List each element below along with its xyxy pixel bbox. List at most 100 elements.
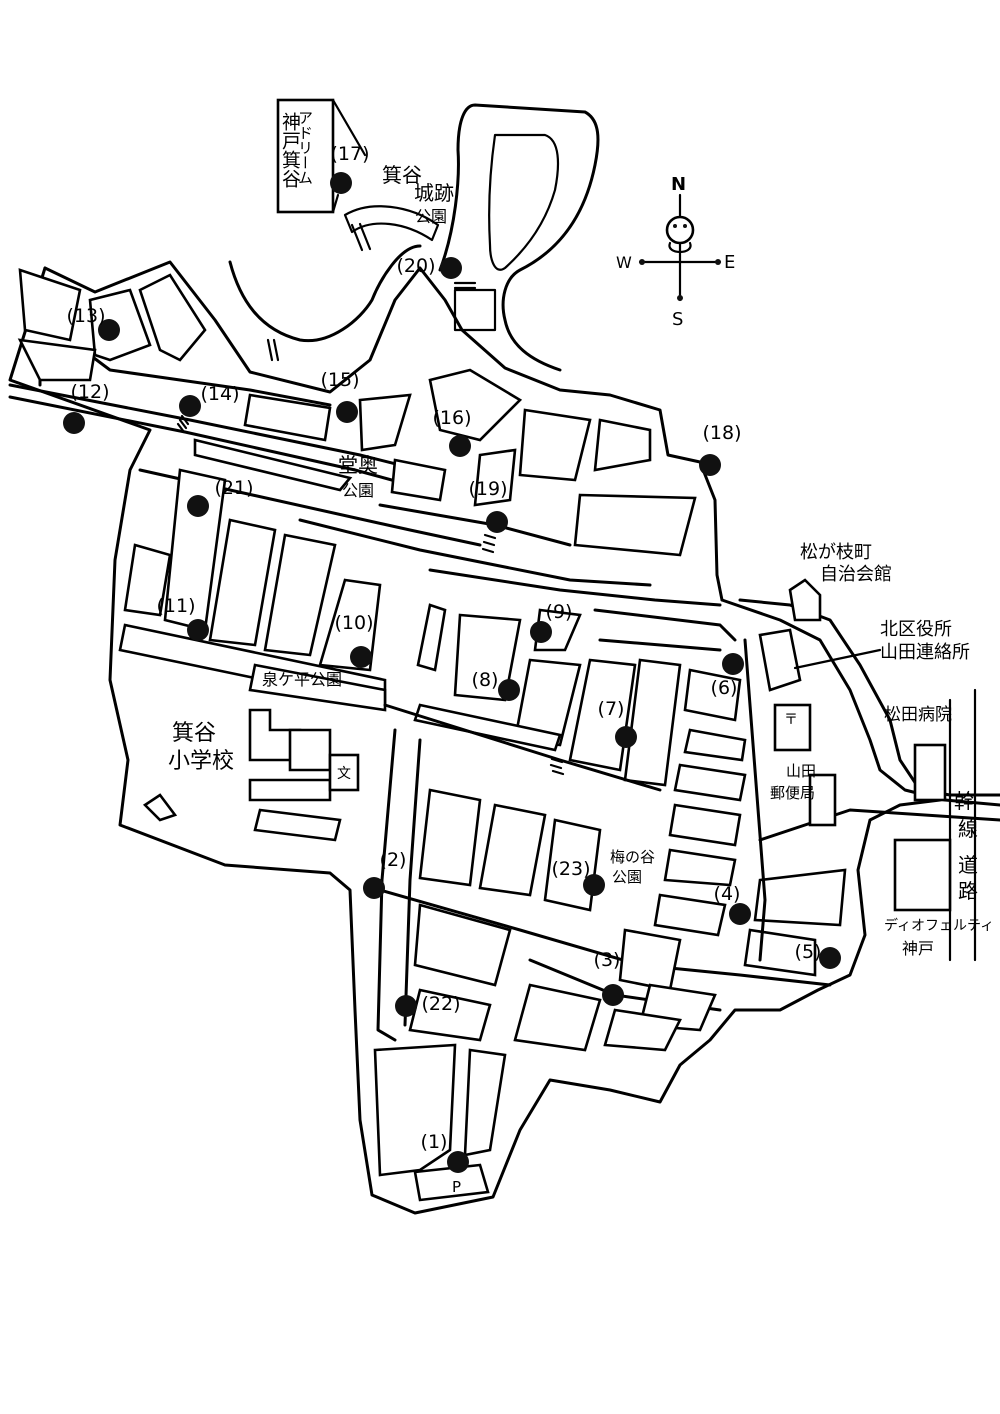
block-ne-1 xyxy=(518,408,592,482)
label-dio-2: 神戸 xyxy=(902,939,934,958)
block-s-7 xyxy=(618,928,682,992)
stop-marker xyxy=(722,653,744,675)
stop-label: (7) xyxy=(598,698,625,720)
castle-hill-inner xyxy=(488,133,560,271)
stop-label: (22) xyxy=(421,993,460,1015)
castle-park-block xyxy=(453,288,497,332)
label-post-2: 郵便局 xyxy=(770,784,815,802)
arterial-east-edge xyxy=(738,598,1000,797)
block-s-6 xyxy=(513,983,602,1052)
label-highway-2: 線 xyxy=(958,817,978,841)
block-s-1 xyxy=(418,788,482,887)
stop-marker xyxy=(330,172,352,194)
castle-hill xyxy=(438,103,600,372)
dio-building xyxy=(893,838,952,912)
block-s-2 xyxy=(478,803,547,897)
road-diag-2 xyxy=(378,503,572,547)
label-adream-kobe: 神戸箕谷 xyxy=(279,112,301,188)
east-road-ns xyxy=(743,638,767,962)
dooku-park-block xyxy=(390,458,447,502)
arterial-west-edge xyxy=(720,598,1000,807)
school-mark-box xyxy=(328,753,360,792)
adream-pointer xyxy=(331,98,367,157)
block-ne-2 xyxy=(593,418,652,472)
label-dooku-park: 公園 xyxy=(342,481,374,500)
stop-label: (23) xyxy=(551,858,590,880)
stop-marker xyxy=(530,621,552,643)
stop-label: (13) xyxy=(66,305,105,327)
block-c-1 xyxy=(416,603,447,672)
compass-n: N xyxy=(671,174,686,195)
block-e-3 xyxy=(673,763,747,802)
school-yard xyxy=(142,793,178,822)
stop-markers: (1)(2)(3)(4)(5)(6)(7)(8)(9)(10)(11)(12)(… xyxy=(63,143,841,1173)
label-castle-2: 城跡 xyxy=(414,181,454,205)
block-s-4 xyxy=(413,903,512,987)
district-boundary xyxy=(8,266,942,1215)
stop-label: (1) xyxy=(421,1131,448,1153)
block-c-4 xyxy=(513,658,582,747)
post-office-building xyxy=(773,703,812,752)
stop-label: (10) xyxy=(334,612,373,634)
stop-marker xyxy=(729,903,751,925)
block-dooku-n xyxy=(428,368,523,442)
stop-marker xyxy=(63,412,85,434)
stop-label: (2) xyxy=(380,849,407,871)
kuyakusho-building xyxy=(758,628,802,692)
label-castle-3: 公園 xyxy=(415,207,447,226)
stop-marker xyxy=(615,726,637,748)
label-dio-1: ディオフェルティ xyxy=(884,917,994,934)
block-tip-1 xyxy=(373,1043,457,1177)
stop-marker xyxy=(187,619,209,641)
label-highway-1: 幹 xyxy=(954,789,974,813)
stop-marker xyxy=(819,947,841,969)
road-mid-east xyxy=(593,608,737,642)
stop-marker xyxy=(336,401,358,423)
label-castle-1: 箕谷 xyxy=(382,163,422,187)
adream-box xyxy=(276,98,335,214)
stop-label: (19) xyxy=(468,478,507,500)
upper-valley-road xyxy=(228,244,422,343)
stop-marker xyxy=(449,435,471,457)
label-hospital: 松田病院 xyxy=(884,705,952,725)
label-kuyakusho-2: 山田連絡所 xyxy=(880,642,970,663)
izumigahira-park-block xyxy=(248,663,387,712)
label-izumigahira-park: 泉ケ平公園 xyxy=(262,670,342,689)
stop-label: (15) xyxy=(320,369,359,391)
main-road-north-edge xyxy=(8,383,422,472)
label-post-mark: 〒 xyxy=(784,712,798,728)
label-post-1: 山田 xyxy=(786,762,816,780)
label-highway-3: 道 xyxy=(958,853,978,877)
road-diag-4 xyxy=(428,568,722,607)
hospital-building xyxy=(913,743,947,802)
block-row1-2 xyxy=(243,393,332,442)
stop-label: (16) xyxy=(432,407,471,429)
block-nw-3 xyxy=(138,273,207,362)
block-row1-1 xyxy=(193,438,353,492)
stop-marker xyxy=(395,995,417,1017)
label-umenotani-1: 梅の谷 xyxy=(610,848,655,866)
stop-marker xyxy=(583,874,605,896)
block-ne-3 xyxy=(573,493,697,557)
block-e-4 xyxy=(668,803,742,847)
compass-e: E xyxy=(724,252,735,273)
block-e-6 xyxy=(653,893,727,937)
label-dooku: 堂奥 xyxy=(338,453,378,477)
road-south-diag-north xyxy=(383,703,662,792)
block-nw-4 xyxy=(17,338,97,382)
stop-label: (11) xyxy=(156,595,195,617)
stop-label: (21) xyxy=(214,477,253,499)
label-jichikai-2: 自治会館 xyxy=(820,564,892,585)
label-kuyakusho-1: 北区役所 xyxy=(880,619,952,640)
road-central-ns xyxy=(376,728,397,1042)
stop-label: (8) xyxy=(472,669,499,691)
compass: N S E W xyxy=(616,174,735,330)
road-diag-1 xyxy=(138,468,482,547)
label-highway-4: 路 xyxy=(958,879,978,903)
label-parking: P xyxy=(452,1178,461,1196)
compass-w: W xyxy=(616,253,632,272)
stop-marker xyxy=(179,395,201,417)
school-building-3 xyxy=(248,778,332,802)
stop-label: (9) xyxy=(546,601,573,623)
